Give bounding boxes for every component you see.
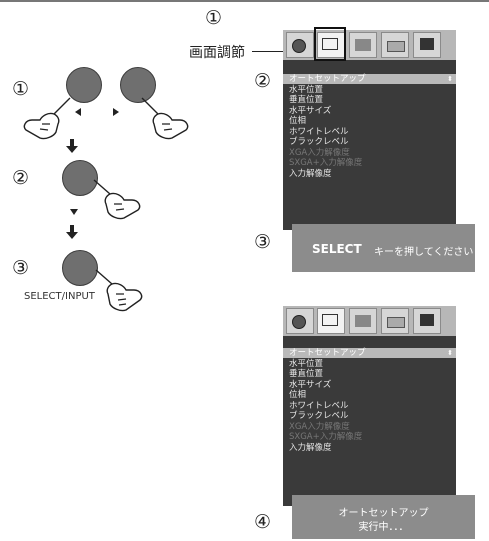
up-down-icon: ⬍ [447,349,453,357]
tab-screen-adjust[interactable] [317,308,345,334]
menu-tools-icon [387,41,405,52]
menu-tools-icon [387,317,405,328]
panel1-menu-marker: ② [254,70,272,92]
osd-tab-bar-2 [283,306,456,336]
menu-item[interactable]: ホワイトレベル [289,126,349,137]
osd-status-bar-1: SELECT キーを押してください [292,224,475,272]
menu-item[interactable]: XGA入力解像度 [289,147,350,158]
tab-tools[interactable] [349,32,377,58]
left-arrow-button[interactable] [66,67,102,103]
status-autosetup: オートセットアップ [338,508,429,519]
menu-button[interactable] [62,160,98,196]
tools-icon [355,39,371,51]
panel2-status-marker: ④ [254,511,272,533]
info-icon [420,38,434,50]
right-triangle-icon [113,108,119,116]
tab-menu-tools[interactable] [381,308,409,334]
step-3-marker: ③ [12,257,30,279]
down-triangle-icon [70,209,78,215]
hand-pointer-icon-2 [93,179,141,220]
info-icon [420,314,434,326]
menu-item[interactable]: 水平サイズ [289,379,332,390]
tab-brightness[interactable] [286,308,314,334]
tab-highlight-box [314,27,346,61]
callout-label: 画面調節 [189,45,245,61]
menu-item[interactable]: 垂直位置 [289,369,324,379]
select-input-label: SELECT/INPUT [24,291,95,302]
hand-pointer-left-icon [23,97,71,140]
panel1-status-marker: ③ [254,231,272,253]
tab-tools[interactable] [349,308,377,334]
hand-pointer-right-icon [141,97,189,140]
tab-info[interactable] [413,32,441,58]
status-running: 実行中．．． [358,522,409,533]
menu-item[interactable]: XGA入力解像度 [289,421,350,432]
menu-item[interactable]: SXGA+入力解像度 [289,158,363,168]
select-input-button[interactable] [62,250,98,286]
step-2-marker: ② [12,167,30,189]
left-triangle-icon [75,108,81,116]
menu-item[interactable]: 入力解像度 [289,168,332,179]
tab-menu-tools[interactable] [381,32,409,58]
tab-brightness[interactable] [286,32,314,58]
menu-item[interactable]: ブラックレベル [289,411,349,421]
menu-item[interactable]: ブラックレベル [289,137,349,147]
osd-tab-bar [283,30,456,60]
menu-item[interactable]: 水平サイズ [289,105,332,116]
menu-item[interactable]: 位相 [289,390,307,400]
menu-item[interactable]: 垂直位置 [289,95,324,105]
step-1-marker: ① [12,78,30,100]
menu-item[interactable]: オートセットアップ [283,348,456,358]
menu-item[interactable]: 水平位置 [289,358,324,369]
menu-item[interactable]: 水平位置 [289,84,324,95]
down-arrow-icon-1 [66,139,78,153]
tools-icon [355,315,371,327]
status-select-key: SELECT [312,242,362,256]
menu-item[interactable]: SXGA+入力解像度 [289,432,363,442]
right-arrow-button[interactable] [120,67,156,103]
menu-item[interactable]: 入力解像度 [289,442,332,453]
tab-info[interactable] [413,308,441,334]
menu-item[interactable]: 位相 [289,116,307,126]
down-arrow-icon-2 [66,225,78,239]
up-down-icon: ⬍ [447,75,453,83]
menu-item[interactable]: オートセットアップ [283,74,456,84]
menu-item[interactable]: ホワイトレベル [289,400,349,411]
top-step-marker: ① [205,7,223,29]
hand-pointer-icon-3 [95,269,143,312]
top-rule [0,0,489,2]
brightness-icon [292,39,306,53]
status-instruction: キーを押してください [374,247,474,258]
osd-status-bar-2: オートセットアップ 実行中．．． [292,495,475,539]
screen-adjust-icon [322,314,338,326]
brightness-icon [292,315,306,329]
screen-adjust-icon [322,38,338,50]
